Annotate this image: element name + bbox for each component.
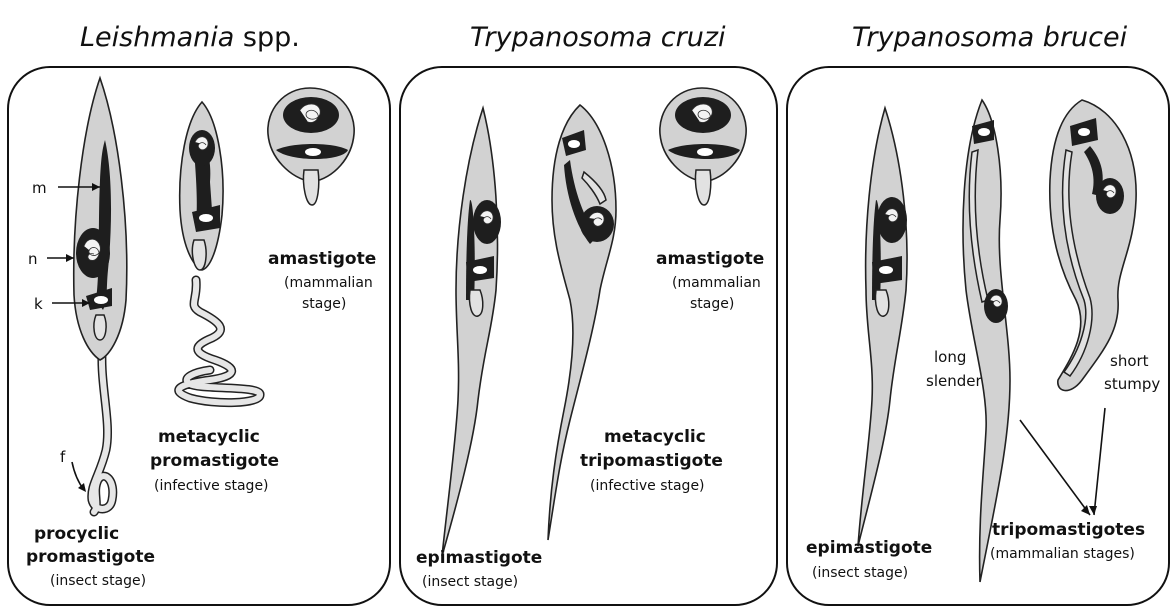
label-epimastigote-cruzi-stage: (insect stage): [422, 574, 518, 590]
label-epimastigote-cruzi: epimastigote: [416, 548, 542, 568]
label-amastigote-cruzi: amastigote: [656, 249, 764, 269]
label-tripomastigotes: tripomastigotes: [992, 520, 1145, 540]
title-leishmania: Leishmania spp.: [80, 22, 300, 53]
label-metacyclic-promastigote-line2: promastigote: [150, 451, 279, 471]
label-long-slender-line2: slender: [926, 372, 982, 390]
title-leishmania-genus: Leishmania: [80, 22, 234, 53]
label-epimastigote-brucei-stage: (insect stage): [812, 565, 908, 581]
label-amastigote-cruzi-stage2: stage): [690, 296, 734, 312]
label-tripomastigotes-stage: (mammalian stages): [990, 546, 1135, 562]
label-metacyclic-promastigote-line1: metacyclic: [158, 427, 260, 447]
label-amastigote-cruzi-stage1: (mammalian: [672, 275, 761, 291]
label-procyclic-stage: (insect stage): [50, 573, 146, 589]
label-k: k: [34, 295, 43, 313]
label-metacyclic-promastigote-stage: (infective stage): [154, 478, 269, 494]
title-trypanosoma-cruzi: Trypanosoma cruzi: [470, 22, 726, 53]
label-f: f: [60, 448, 66, 466]
label-long-slender-line1: long: [934, 348, 966, 366]
label-metacyclic-tripomastigote-stage: (infective stage): [590, 478, 705, 494]
label-short-stumpy-line1: short: [1110, 352, 1149, 370]
title-leishmania-suffix: spp.: [234, 22, 300, 53]
label-m: m: [32, 179, 47, 197]
label-amastigote-leishmania: amastigote: [268, 249, 376, 269]
label-procyclic-line1: procyclic: [34, 524, 119, 544]
label-metacyclic-tripomastigote-line2: tripomastigote: [580, 451, 723, 471]
label-amastigote-leishmania-stage2: stage): [302, 296, 346, 312]
label-epimastigote-brucei: epimastigote: [806, 538, 932, 558]
label-amastigote-leishmania-stage1: (mammalian: [284, 275, 373, 291]
title-trypanosoma-brucei: Trypanosoma brucei: [852, 22, 1128, 53]
label-short-stumpy-line2: stumpy: [1104, 375, 1160, 393]
label-n: n: [28, 250, 38, 268]
label-metacyclic-tripomastigote-line1: metacyclic: [604, 427, 706, 447]
label-procyclic-line2: promastigote: [26, 547, 155, 567]
